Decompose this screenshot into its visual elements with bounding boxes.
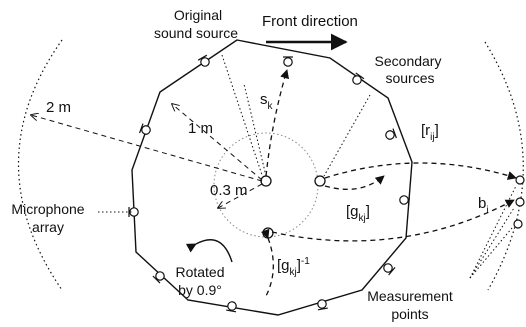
- microphone-array-polygon: [131, 39, 413, 316]
- outer-circle-left-arc: [18, 39, 63, 291]
- gkj-arrow: [324, 175, 385, 190]
- original-source-pointer: [221, 54, 263, 176]
- front-direction-label: Front direction: [262, 13, 358, 30]
- microphone: [128, 207, 139, 217]
- gkj-inverse-arrow: [260, 228, 274, 299]
- distance-2m-arrow: [31, 115, 263, 182]
- rij-arrow-upper: [324, 162, 517, 180]
- original-source-label-line2: sound source: [154, 25, 238, 41]
- microphone: [385, 128, 397, 140]
- microphone-array-label-line2: array: [32, 219, 64, 235]
- measurement-pointers: [469, 185, 517, 279]
- distance-1m-arrow: [172, 104, 263, 181]
- outer-circle-right-arc: [484, 41, 524, 291]
- gkj-inverse-label: [gkj]-1: [277, 256, 310, 278]
- original-source-marker: [260, 175, 272, 187]
- secondary-sources-label-line1: Secondary: [375, 53, 442, 69]
- distance-03m-label: 0.3 m: [210, 182, 248, 199]
- measurement-points-label-line1: Measurement: [367, 288, 453, 304]
- gkj-label: [gkj]: [346, 203, 370, 224]
- measurement-point: [515, 175, 525, 185]
- microphone: [399, 195, 411, 206]
- secondary-source-marker: [314, 175, 326, 187]
- rij-label: [rij]: [421, 122, 439, 143]
- rotated-label-line1: Rotated: [175, 264, 224, 280]
- distance-1m-label: 1 m: [188, 120, 213, 137]
- microphone: [197, 54, 210, 67]
- rotated-label-line2: by 0.9°: [178, 282, 222, 298]
- microphone: [283, 56, 293, 67]
- microphone: [139, 123, 151, 135]
- sk-arrow: [265, 69, 290, 177]
- microphone: [152, 271, 165, 284]
- secondary-sources-pointer: [323, 94, 371, 177]
- secondary-source-marker: [262, 227, 274, 239]
- microphone: [352, 72, 365, 85]
- microphone: [383, 263, 396, 276]
- measurement-point: [515, 197, 525, 207]
- microphones: [128, 54, 411, 313]
- microphone: [226, 301, 237, 313]
- secondary-sources-label-line2: sources: [385, 70, 434, 86]
- microphone-array-label-line1: Microphone: [11, 201, 84, 217]
- original-source-label-line1: Original: [174, 7, 222, 23]
- microphone: [317, 299, 328, 311]
- sk-label: sk: [260, 91, 274, 112]
- rotation-arrow: [185, 239, 233, 263]
- bi-label: bi: [478, 195, 489, 216]
- measurement-points-label-line2: points: [391, 306, 428, 322]
- rij-arrow-lower: [271, 199, 515, 242]
- measurement-point: [513, 219, 523, 229]
- distance-2m-label: 2 m: [46, 99, 71, 116]
